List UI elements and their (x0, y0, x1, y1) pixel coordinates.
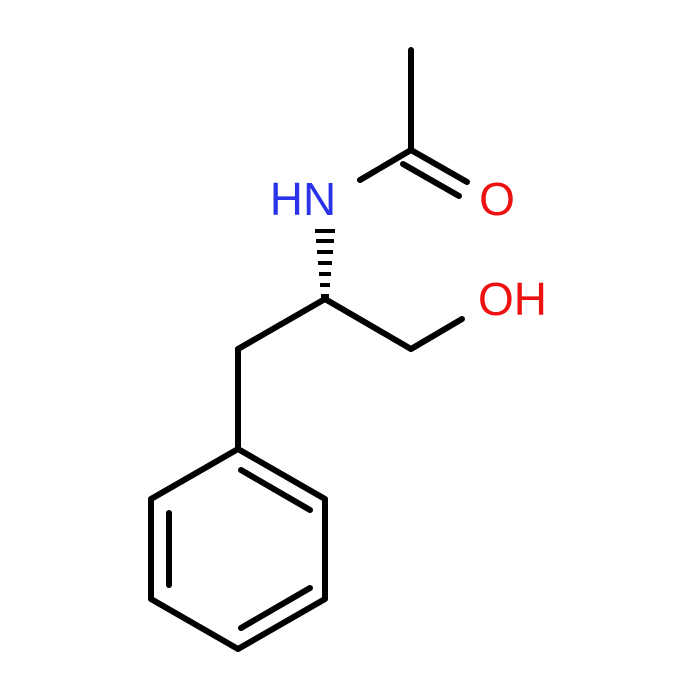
bond-carbonyl-n (357, 147, 414, 183)
bond-ch2-oh (408, 316, 465, 352)
bond-chiral-ch2 (235, 296, 328, 352)
benzene-inner-bond-1 (238, 467, 313, 513)
bond-carbonyl-o-2 (400, 161, 462, 199)
nh-label: HN (270, 173, 336, 225)
benzene-inner-bond-2 (238, 585, 313, 631)
bond-chiral-ch2oh (322, 296, 414, 352)
carbonyl-oxygen-label: O (479, 173, 515, 225)
stereo-hash-bond (315, 229, 335, 298)
hydroxyl-label: OH (478, 273, 547, 325)
bond-carbonyl-o-1 (408, 147, 470, 185)
benzene-ring (148, 446, 328, 652)
